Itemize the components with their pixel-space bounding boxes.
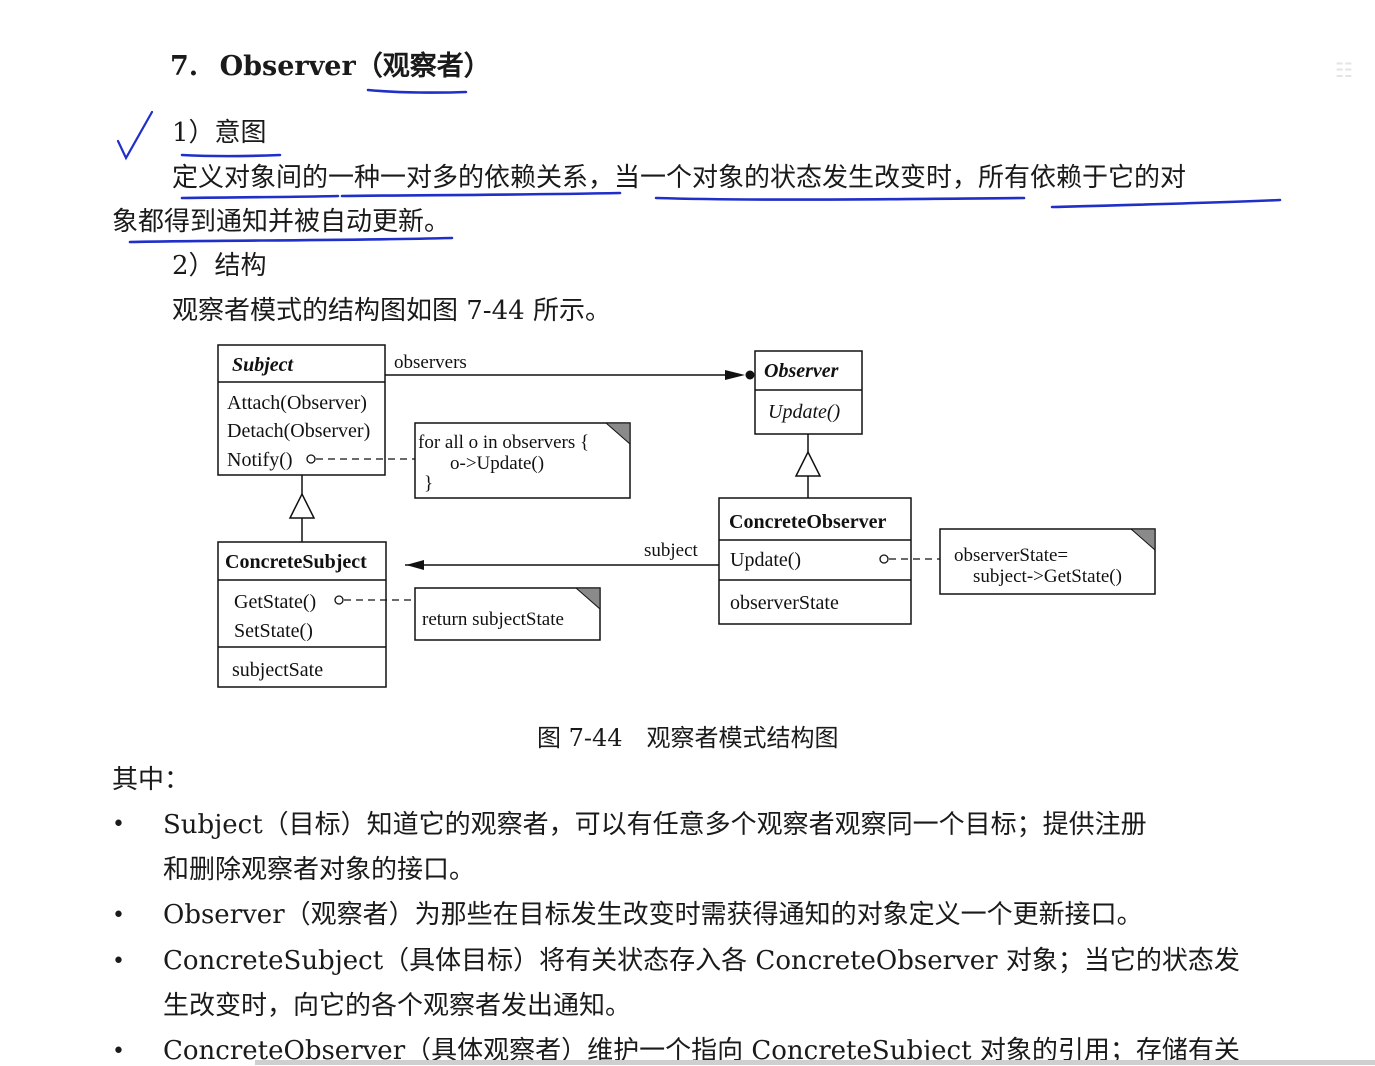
note-notify-line-3: } (424, 473, 433, 494)
bullet-2-line-1: Observer（观察者）为那些在目标发生改变时需获得通知的对象定义一个更新接口… (163, 900, 1143, 930)
underline-intent-2 (340, 191, 622, 198)
note-update-line-2: subject->GetState() (973, 566, 1122, 587)
note-getstate-text: return subjectState (422, 609, 564, 630)
bullet-1-line-2: 和删除观察者对象的接口。 (163, 855, 476, 885)
subject-inheritance-triangle (288, 492, 316, 519)
note-update-line-1: observerState= (954, 545, 1068, 566)
uml-diagram: Subject Attach(Observer) Detach(Observer… (217, 344, 1156, 688)
concrete-observer-class: ConcreteObserver Update() observerState (718, 497, 912, 625)
intent-label: 1）意图 (172, 118, 267, 148)
bullet-3-line-1: ConcreteSubject（具体目标）将有关状态存入各 ConcreteOb… (163, 946, 1240, 976)
observer-inheritance-triangle (794, 450, 822, 477)
underline-intent-label (180, 153, 282, 158)
checkmark-icon (116, 110, 154, 161)
among-label: 其中： (112, 765, 191, 795)
heading-number: 7. (170, 51, 199, 82)
concrete-observer-name: ConcreteObserver (729, 511, 886, 533)
concrete-subject-op-getstate: GetState() (234, 591, 316, 613)
subject-arrowhead (406, 560, 424, 570)
heading-title: Observer（观察者） (219, 51, 491, 82)
concrete-subject-class: ConcreteSubject GetState() SetState() su… (217, 541, 387, 688)
concrete-subject-op-setstate: SetState() (234, 620, 313, 642)
observer-name: Observer (764, 360, 839, 382)
notify-connector-circle (306, 454, 316, 464)
subject-op-notify: Notify() (227, 449, 293, 471)
subject-class: Subject Attach(Observer) Detach(Observer… (217, 344, 386, 476)
underline-intent-4 (1050, 198, 1282, 209)
faint-watermark-icon: ☷ (1335, 58, 1353, 82)
observers-label: observers (394, 352, 467, 373)
section-heading: 7. Observer（观察者） (170, 44, 491, 83)
bullet-3-line-2: 生改变时，向它的各个观察者发出通知。 (163, 991, 632, 1021)
getstate-connector-circle (334, 595, 344, 605)
concrete-subject-name: ConcreteSubject (225, 551, 367, 573)
observer-op-update: Update() (768, 401, 841, 423)
observers-arrowhead (725, 370, 745, 380)
update-connector-circle (879, 554, 889, 564)
bullet-1-line-1: Subject（目标）知道它的观察者，可以有任意多个观察者观察同一个目标；提供注… (163, 810, 1147, 840)
bullet-marker: • (112, 812, 125, 837)
subject-name: Subject (232, 354, 295, 376)
underline-intent-1 (180, 194, 340, 200)
underline-intent-5 (128, 236, 454, 244)
concrete-observer-attr: observerState (730, 592, 839, 614)
underline-observer-title (366, 88, 468, 94)
subject-label: subject (644, 540, 699, 561)
bullet-marker: • (112, 1039, 125, 1064)
horizontal-scrollbar[interactable] (255, 1060, 1375, 1065)
note-getstate: return subjectState (414, 587, 601, 641)
structure-intro: 观察者模式的结构图如图 7-44 所示。 (172, 296, 611, 326)
bullet-marker: • (112, 949, 125, 974)
figure-caption: 图 7-44 观察者模式结构图 (537, 724, 839, 752)
subject-op-detach: Detach(Observer) (227, 420, 370, 442)
structure-label: 2）结构 (172, 251, 267, 281)
intent-line-2: 象都得到通知并被自动更新。 (112, 207, 451, 237)
bullet-marker: • (112, 903, 125, 928)
note-update: observerState= subject->GetState() (939, 528, 1156, 595)
observers-multiplicity-dot (745, 370, 755, 380)
note-notify-line-1: for all o in observers { (418, 432, 589, 453)
underline-intent-3 (654, 196, 1026, 201)
note-notify: for all o in observers { o->Update() } (414, 422, 631, 499)
subject-op-attach: Attach(Observer) (227, 392, 367, 414)
intent-line-1: 定义对象间的一种一对多的依赖关系，当一个对象的状态发生改变时，所有依赖于它的对 (172, 163, 1187, 193)
concrete-observer-op-update: Update() (730, 549, 801, 571)
observer-class: Observer Update() (754, 350, 863, 435)
concrete-subject-attr: subjectSate (232, 659, 323, 681)
note-notify-line-2: o->Update() (450, 453, 544, 474)
